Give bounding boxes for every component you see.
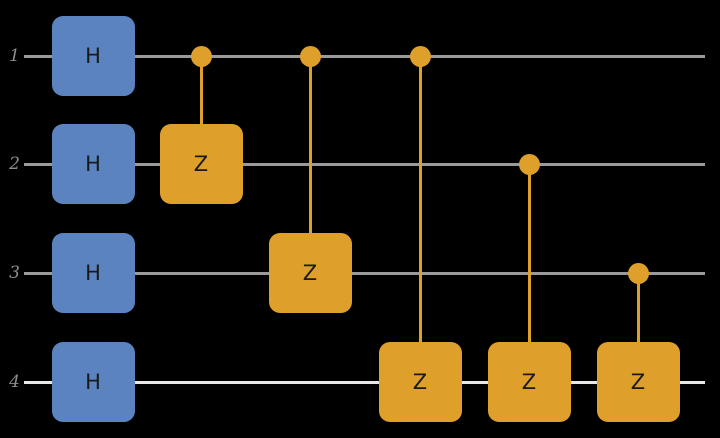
wire-label-3: 3 [9,263,20,283]
wire-label-4: 4 [9,372,20,392]
control-dot-c3[interactable] [409,45,431,67]
gate-hadamard-wire4-col1[interactable]: H [51,342,135,422]
control-dot-c4[interactable] [518,153,540,175]
control-link-c4 [527,164,531,382]
qubit-wire-2 [24,162,705,166]
gate-controlled-z-wire4-col4[interactable]: Z [378,342,462,422]
gate-hadamard-wire2-col1[interactable]: H [51,124,135,204]
gate-controlled-z-wire4-col5[interactable]: Z [487,342,571,422]
control-link-c3 [418,56,422,382]
control-link-c2 [308,56,312,273]
gate-hadamard-wire1-col1[interactable]: H [51,16,135,96]
gate-controlled-z-wire2-col2[interactable]: Z [159,124,243,204]
gate-controlled-z-wire3-col3[interactable]: Z [268,233,352,313]
control-link-c5 [636,273,640,382]
qubit-wire-4 [24,380,705,384]
qubit-wire-3 [24,271,705,275]
gate-controlled-z-wire4-col6[interactable]: Z [596,342,680,422]
wire-label-1: 1 [9,46,20,66]
qubit-wire-1 [24,54,705,58]
control-dot-c5[interactable] [627,262,649,284]
control-dot-c2[interactable] [299,45,321,67]
control-dot-c1[interactable] [190,45,212,67]
wire-label-2: 2 [9,154,20,174]
gate-hadamard-wire3-col1[interactable]: H [51,233,135,313]
control-link-c1 [199,56,203,164]
